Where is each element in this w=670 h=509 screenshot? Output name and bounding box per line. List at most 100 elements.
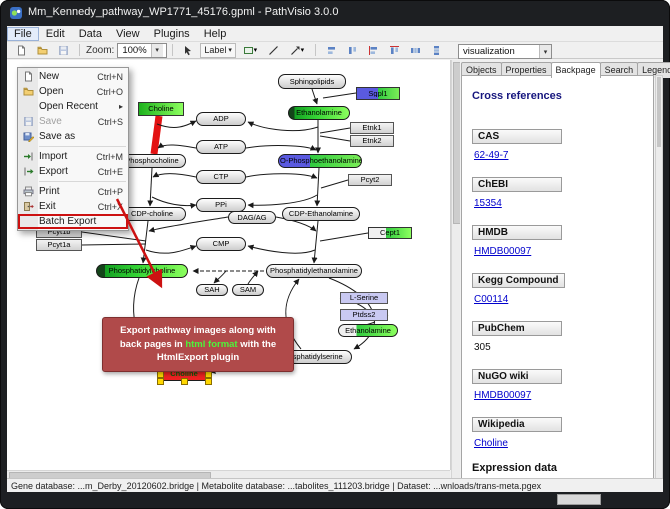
xref-link[interactable]: HMDB00097 xyxy=(474,246,532,257)
selection-handle[interactable] xyxy=(157,378,164,385)
chevron-down-icon: ▾ xyxy=(300,47,305,54)
file-menu-item-open-recent[interactable]: Open Recent▸ xyxy=(18,99,128,114)
pathway-node-etnk2[interactable]: Etnk2 xyxy=(350,135,394,147)
panel-scrollbar[interactable] xyxy=(655,75,663,479)
menu-item-label: Import xyxy=(39,151,68,162)
pathway-node-sam[interactable]: SAM xyxy=(232,284,264,296)
node-label: CMP xyxy=(212,240,230,248)
pathway-node-cdp-ethanolamine[interactable]: CDP-Ethanolamine xyxy=(282,207,360,221)
menu-item-label: Print xyxy=(39,186,60,197)
scrollbar-thumb[interactable] xyxy=(657,77,661,147)
pathway-node-phosphatidylethanolamine[interactable]: Phosphatidylethanolamine xyxy=(266,264,362,278)
xref-header: HMDB xyxy=(472,225,562,240)
label-tool-text: Label xyxy=(204,45,227,55)
pathway-node-ppi[interactable]: PPi xyxy=(196,198,246,212)
pathway-node-phosphatidylcholine[interactable]: Phosphatidylcholine xyxy=(96,264,188,278)
distribute-vertical-icon[interactable] xyxy=(427,42,446,58)
pathway-node-atp[interactable]: ATP xyxy=(196,140,246,154)
node-label: ATP xyxy=(213,143,229,151)
menu-item-shortcut: Ctrl+P xyxy=(97,186,123,197)
new-document-icon[interactable] xyxy=(12,42,31,58)
pathway-node-sah[interactable]: SAH xyxy=(196,284,228,296)
print-icon xyxy=(20,186,36,197)
xref-link[interactable]: 15354 xyxy=(474,198,502,209)
shape-tool-icon[interactable]: ▾ xyxy=(238,42,262,58)
pathway-node-sgpl1[interactable]: Sgpl1 xyxy=(356,87,400,100)
align-top-icon[interactable] xyxy=(385,42,404,58)
toolbar-separator xyxy=(314,44,316,56)
align-horizontal-icon[interactable] xyxy=(322,42,341,58)
open-folder-icon[interactable] xyxy=(33,42,52,58)
line-tool-icon[interactable] xyxy=(264,42,283,58)
menu-item-label: Open Recent xyxy=(39,101,98,112)
import-icon xyxy=(20,151,36,162)
pathway-node-ctp[interactable]: CTP xyxy=(196,170,246,184)
pathway-node-ethanolamine[interactable]: Ethanolamine xyxy=(288,106,350,120)
file-menu-item-print[interactable]: Print Ctrl+P xyxy=(18,184,128,199)
xref-header: NuGO wiki xyxy=(472,369,562,384)
distribute-horizontal-icon[interactable] xyxy=(406,42,425,58)
selection-handle[interactable] xyxy=(205,378,212,385)
menubar-item-edit[interactable]: Edit xyxy=(45,27,65,40)
pathway-node-l-serine[interactable]: L-Serine xyxy=(340,292,388,304)
chevron-down-icon: ▾ xyxy=(539,45,551,58)
menubar-item-help[interactable]: Help xyxy=(203,27,227,40)
selection-handle[interactable] xyxy=(205,371,212,378)
menu-item-shortcut: Ctrl+O xyxy=(96,86,123,97)
selection-tool-icon[interactable] xyxy=(179,42,198,58)
pathway-node-o-phosphoethanolamine[interactable]: O-Phosphoethanolamine xyxy=(278,154,362,168)
xref-link[interactable]: HMDB00097 xyxy=(474,390,532,401)
menu-item-label: Open xyxy=(39,86,64,97)
menubar-item-data[interactable]: Data xyxy=(78,27,102,40)
menubar-item-view[interactable]: View xyxy=(115,27,140,40)
selection-handle[interactable] xyxy=(157,371,164,378)
exit-icon xyxy=(20,201,36,212)
pathway-node-ethanolamine[interactable]: Ethanolamine xyxy=(338,324,398,337)
xref-link[interactable]: 62-49-7 xyxy=(474,150,509,161)
status-bar: Gene database: ...m_Derby_20120602.bridg… xyxy=(7,478,663,492)
menubar-item-plugins[interactable]: Plugins xyxy=(153,27,190,40)
pathway-node-sphingolipids[interactable]: Sphingolipids xyxy=(278,74,346,89)
menu-item-label: Save xyxy=(39,116,62,127)
xref-header: Kegg Compound xyxy=(472,273,565,288)
pathway-node-adp[interactable]: ADP xyxy=(196,112,246,126)
tab-backpage[interactable]: Backpage xyxy=(550,62,601,78)
save-icon[interactable] xyxy=(54,42,73,58)
align-left-icon[interactable] xyxy=(364,42,383,58)
visualization-combobox[interactable]: visualization ▾ xyxy=(458,44,552,59)
file-menu-item-save-as[interactable]: Save as xyxy=(18,129,128,144)
selection-handle[interactable] xyxy=(181,378,188,385)
label-tool-button[interactable]: Label▾ xyxy=(200,42,236,58)
pathway-node-pcyt1a[interactable]: Pcyt1a xyxy=(36,239,82,251)
pathway-node-etnk1[interactable]: Etnk1 xyxy=(350,122,394,134)
pathway-node-dag-ag[interactable]: DAG/AG xyxy=(228,211,276,224)
pathway-node-ptdss2[interactable]: Ptdss2 xyxy=(340,309,388,321)
file-menu-item-batch-export[interactable]: Batch Export xyxy=(18,214,128,229)
align-vertical-icon[interactable] xyxy=(343,42,362,58)
pathway-node-choline[interactable]: Choline xyxy=(138,102,184,116)
menu-item-label: New xyxy=(39,71,60,82)
xref-link[interactable]: C00114 xyxy=(474,294,509,305)
pathway-node-pcyt2[interactable]: Pcyt2 xyxy=(348,174,392,186)
tab-legend[interactable]: Legend xyxy=(637,62,670,78)
node-label: PPi xyxy=(215,201,227,209)
taskbar-fragment xyxy=(557,494,601,505)
node-label: O-Phosphoethanolamine xyxy=(280,157,361,165)
node-label: Phosphatidylethanolamine xyxy=(270,267,358,275)
menubar-item-file[interactable]: File xyxy=(7,26,39,41)
pathway-node-cmp[interactable]: CMP xyxy=(196,237,246,251)
connector-tool-icon[interactable]: ▾ xyxy=(285,42,309,58)
xref-link[interactable]: Choline xyxy=(474,438,508,449)
file-menu-item-open[interactable]: Open Ctrl+O xyxy=(18,84,128,99)
zoom-combobox[interactable]: 100% ▾ xyxy=(117,42,168,58)
title-bar[interactable]: Mm_Kennedy_pathway_WP1771_45176.gpml - P… xyxy=(0,0,670,26)
node-label: Sgpl1 xyxy=(368,89,388,98)
pathway-node-cept1[interactable]: Cept1 xyxy=(368,227,412,239)
